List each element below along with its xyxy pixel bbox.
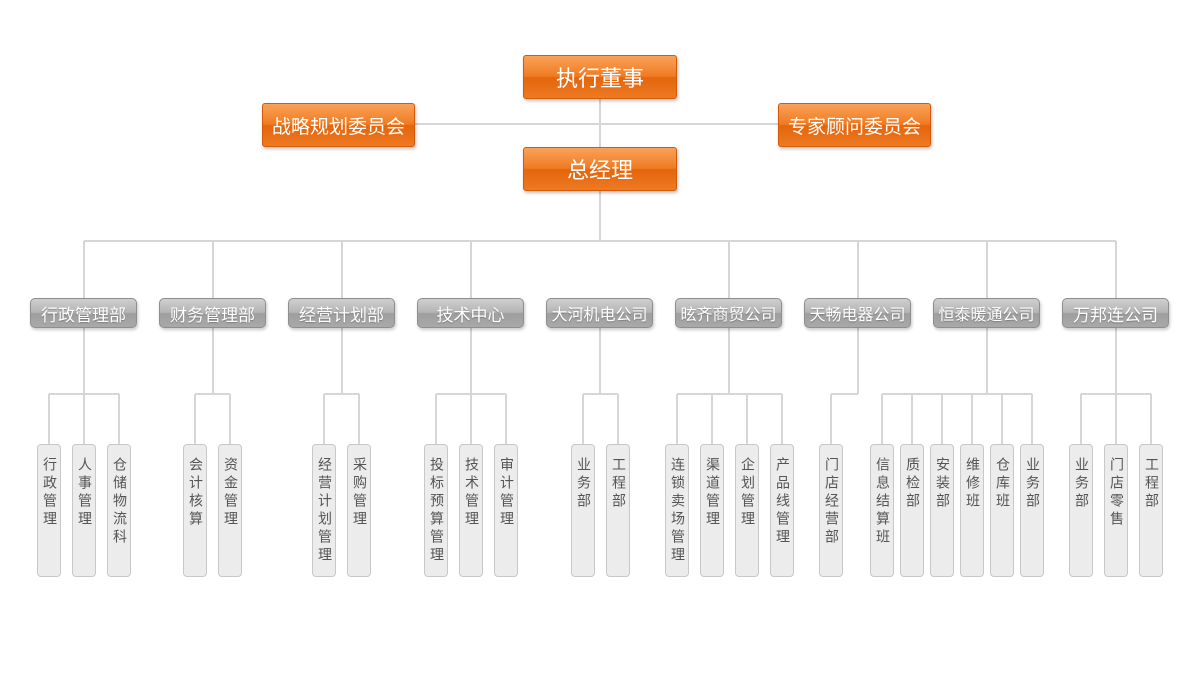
department-label: 天畅电器公司 [809, 305, 906, 324]
strategy-committee-label: 战略规划委员会 [271, 115, 405, 138]
unit-box: 连锁卖场管理 [665, 444, 689, 577]
general-manager-label: 总经理 [566, 159, 633, 184]
unit-box: 安装部 [930, 444, 954, 577]
unit-label: 产品线管理 [774, 457, 790, 547]
unit-box: 仓储物流科 [107, 444, 131, 577]
unit-label: 安装部 [934, 457, 950, 511]
unit-label: 投标预算管理 [428, 457, 444, 565]
unit-label: 门店零售 [1108, 457, 1124, 529]
unit-box: 门店零售 [1104, 444, 1128, 577]
department-label: 财务管理部 [170, 305, 255, 326]
unit-label: 采购管理 [351, 457, 367, 529]
unit-box: 业务部 [1020, 444, 1044, 577]
department-box: 技术中心 [417, 298, 524, 328]
unit-box: 投标预算管理 [424, 444, 448, 577]
unit-box: 产品线管理 [770, 444, 794, 577]
unit-label: 门店经营部 [823, 457, 839, 547]
advisory-committee-box: 专家顾问委员会 [778, 103, 931, 147]
unit-label: 行政管理 [41, 457, 57, 529]
department-label: 万邦连公司 [1073, 305, 1158, 326]
unit-box: 采购管理 [347, 444, 371, 577]
department-box: 财务管理部 [159, 298, 266, 328]
unit-box: 资金管理 [218, 444, 242, 577]
unit-label: 渠道管理 [704, 457, 720, 529]
unit-label: 人事管理 [76, 457, 92, 529]
unit-label: 信息结算班 [874, 457, 890, 547]
general-manager-box: 总经理 [523, 147, 677, 191]
unit-label: 业务部 [575, 457, 591, 511]
department-box: 恒泰暖通公司 [933, 298, 1040, 328]
unit-box: 维修班 [960, 444, 984, 577]
department-box: 昡齐商贸公司 [675, 298, 782, 328]
unit-connectors [48, 328, 1152, 444]
unit-box: 企划管理 [735, 444, 759, 577]
unit-label: 会计核算 [187, 457, 203, 529]
department-label: 大河机电公司 [551, 305, 648, 324]
unit-box: 会计核算 [183, 444, 207, 577]
unit-label: 业务部 [1073, 457, 1089, 511]
unit-box: 工程部 [606, 444, 630, 577]
unit-label: 工程部 [610, 457, 626, 511]
unit-label: 连锁卖场管理 [669, 457, 685, 565]
unit-label: 经营计划管理 [316, 457, 332, 565]
unit-box: 工程部 [1139, 444, 1163, 577]
unit-box: 技术管理 [459, 444, 483, 577]
department-label: 恒泰暖通公司 [938, 305, 1035, 324]
department-box: 大河机电公司 [546, 298, 653, 328]
unit-label: 仓库班 [994, 457, 1010, 511]
unit-box: 业务部 [571, 444, 595, 577]
unit-box: 门店经营部 [819, 444, 843, 577]
department-label: 昡齐商贸公司 [680, 305, 777, 324]
unit-box: 渠道管理 [700, 444, 724, 577]
department-box: 天畅电器公司 [804, 298, 911, 328]
department-label: 行政管理部 [41, 305, 126, 326]
unit-label: 维修班 [964, 457, 980, 511]
unit-label: 工程部 [1143, 457, 1159, 511]
unit-label: 资金管理 [222, 457, 238, 529]
department-box: 万邦连公司 [1062, 298, 1169, 328]
department-box: 经营计划部 [288, 298, 395, 328]
unit-box: 人事管理 [72, 444, 96, 577]
strategy-committee-box: 战略规划委员会 [262, 103, 415, 147]
unit-label: 技术管理 [463, 457, 479, 529]
unit-box: 质检部 [900, 444, 924, 577]
unit-box: 行政管理 [37, 444, 61, 577]
department-drops [83, 241, 1117, 298]
unit-box: 业务部 [1069, 444, 1093, 577]
unit-label: 质检部 [904, 457, 920, 511]
unit-label: 企划管理 [739, 457, 755, 529]
department-label: 经营计划部 [299, 305, 384, 326]
unit-label: 仓储物流科 [111, 457, 127, 547]
unit-box: 仓库班 [990, 444, 1014, 577]
department-box: 行政管理部 [30, 298, 137, 328]
unit-label: 业务部 [1024, 457, 1040, 511]
unit-box: 审计管理 [494, 444, 518, 577]
executive-director-label: 执行董事 [555, 67, 644, 92]
department-label: 技术中心 [436, 305, 505, 326]
executive-director-box: 执行董事 [523, 55, 677, 99]
advisory-committee-label: 专家顾问委员会 [787, 115, 921, 138]
unit-box: 信息结算班 [870, 444, 894, 577]
unit-label: 审计管理 [498, 457, 514, 529]
unit-box: 经营计划管理 [312, 444, 336, 577]
